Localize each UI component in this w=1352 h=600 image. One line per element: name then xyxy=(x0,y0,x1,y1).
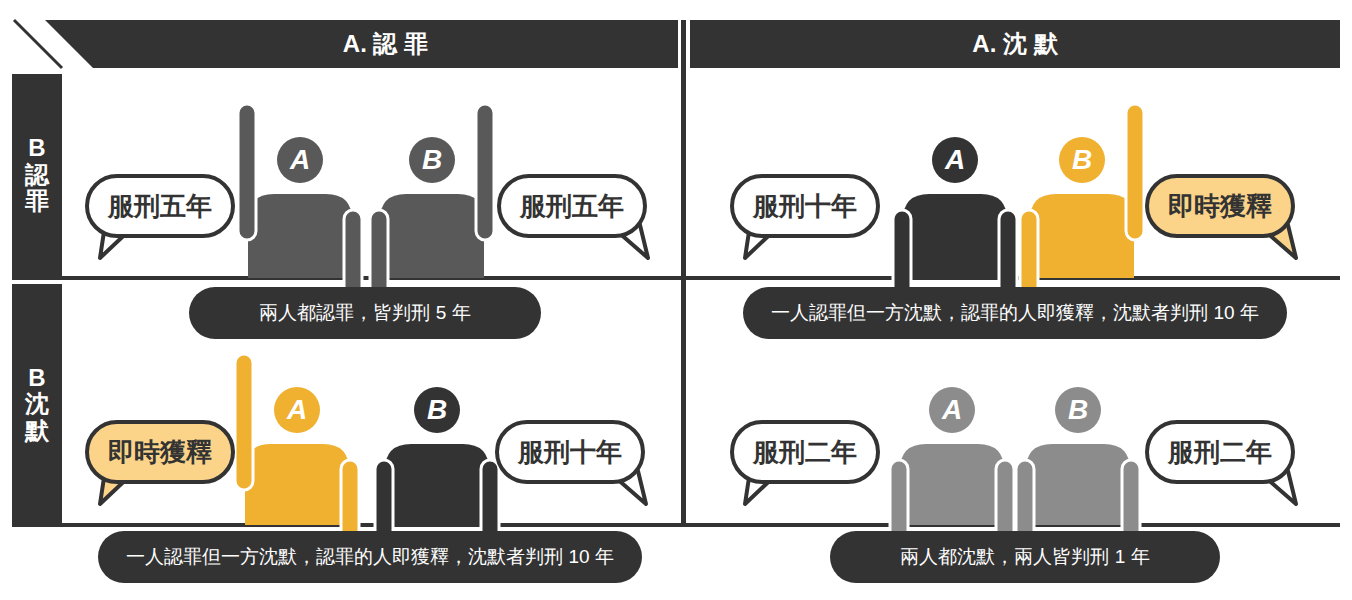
caption-pill: 兩人都認罪，皆判刑 5 年 xyxy=(189,287,541,339)
bubble-text: 服刑二年 xyxy=(1168,435,1272,470)
person-figure xyxy=(1020,104,1144,298)
bubble-text: 即時獲釋 xyxy=(108,435,212,470)
person-figure xyxy=(1016,444,1140,545)
speech-bubble: 服刑二年 xyxy=(1145,420,1295,484)
corner-diagonal xyxy=(14,20,62,68)
head-circle: B xyxy=(1059,137,1105,183)
row-band xyxy=(12,284,62,525)
column-header: A. 認 罪 xyxy=(93,20,678,68)
vbar-text: B認罪 xyxy=(25,135,49,214)
head-text: A xyxy=(945,144,965,176)
vbar-text: B沈默 xyxy=(25,365,49,444)
row-header: B沈默 xyxy=(12,284,62,525)
head-circle: A xyxy=(274,387,320,433)
header-band xyxy=(690,20,1340,68)
person-figure xyxy=(235,354,359,545)
grid-line xyxy=(681,20,686,527)
speech-bubble: 即時獲釋 xyxy=(85,420,235,484)
bubble-text: 服刑十年 xyxy=(518,435,622,470)
hbar-text: A. 沈 默 xyxy=(972,28,1057,60)
person-figure xyxy=(890,444,1014,545)
head-circle: B xyxy=(414,387,460,433)
bubble-text: 即時獲釋 xyxy=(1168,189,1272,224)
head-text: B xyxy=(1068,394,1088,426)
bubble-tail xyxy=(100,225,1296,504)
person-figure xyxy=(893,194,1017,298)
pill-text: 兩人都認罪，皆判刑 5 年 xyxy=(259,300,470,326)
bubble-text: 服刑五年 xyxy=(520,189,624,224)
head-circle: B xyxy=(1055,387,1101,433)
bubble-text: 服刑二年 xyxy=(753,435,857,470)
caption-pill: 一人認罪但一方沈默，認罪的人即獲釋，沈默者判刑 10 年 xyxy=(743,287,1287,339)
person-figure xyxy=(238,104,362,298)
speech-bubble: 服刑五年 xyxy=(85,174,235,238)
head-circle: A xyxy=(929,387,975,433)
head-circle: A xyxy=(932,137,978,183)
bubble-text: 服刑五年 xyxy=(108,189,212,224)
pill-text: 兩人都沈默，兩人皆判刑 1 年 xyxy=(900,544,1149,570)
pill-text: 一人認罪但一方沈默，認罪的人即獲釋，沈默者判刑 10 年 xyxy=(126,544,614,570)
row-band xyxy=(12,74,62,276)
head-circle: A xyxy=(277,137,323,183)
caption-pill: 兩人都沈默，兩人皆判刑 1 年 xyxy=(830,531,1220,583)
speech-bubble: 即時獲釋 xyxy=(1145,174,1295,238)
speech-bubble: 服刑十年 xyxy=(495,420,645,484)
pill-text: 一人認罪但一方沈默，認罪的人即獲釋，沈默者判刑 10 年 xyxy=(771,300,1259,326)
header-band xyxy=(45,20,678,68)
caption-pill: 一人認罪但一方沈默，認罪的人即獲釋，沈默者判刑 10 年 xyxy=(98,531,642,583)
grid-line xyxy=(12,276,1340,280)
head-circle: B xyxy=(409,137,455,183)
head-text: B xyxy=(1072,144,1092,176)
row-header: B認罪 xyxy=(12,74,62,276)
head-text: B xyxy=(427,394,447,426)
person-figure xyxy=(370,104,494,298)
head-text: A xyxy=(942,394,962,426)
speech-bubble: 服刑十年 xyxy=(730,174,880,238)
bubble-text: 服刑十年 xyxy=(753,189,857,224)
head-text: A xyxy=(290,144,310,176)
hbar-text: A. 認 罪 xyxy=(343,28,428,60)
head-text: A xyxy=(287,394,307,426)
speech-bubble: 服刑二年 xyxy=(730,420,880,484)
head-text: B xyxy=(422,144,442,176)
column-header: A. 沈 默 xyxy=(690,20,1340,68)
person-figure xyxy=(375,444,499,545)
speech-bubble: 服刑五年 xyxy=(497,174,647,238)
